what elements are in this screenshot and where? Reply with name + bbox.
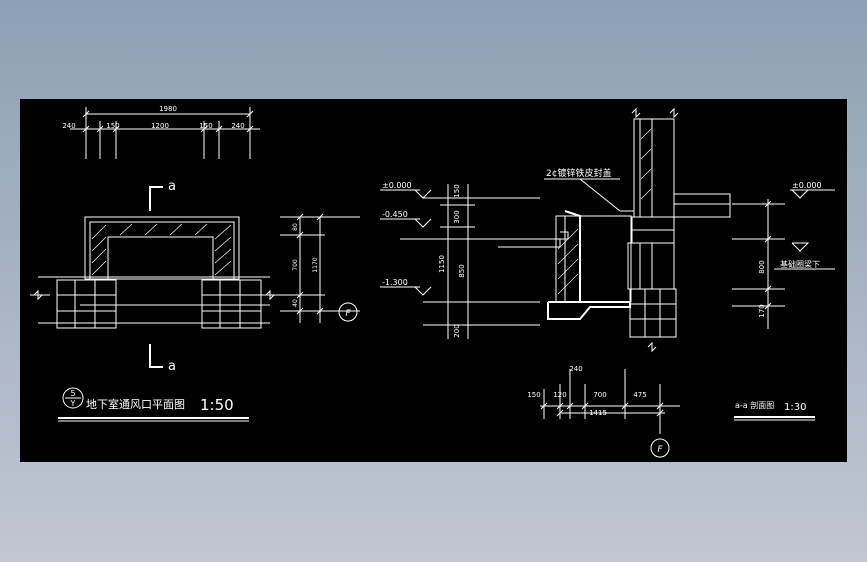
plan-dim-1200: 1200 — [151, 122, 169, 130]
plan-vent-walls — [30, 216, 282, 324]
section-cut-mark-top: a — [149, 179, 176, 211]
section-mark-label-bottom: a — [168, 359, 176, 374]
level-0: ±0.000 — [382, 181, 412, 190]
plan-dim-240-right: 240 — [231, 122, 244, 130]
callout-label: 2¢镀锌铁皮封盖 — [546, 167, 611, 179]
section-dim-200: 200 — [453, 324, 461, 337]
section-dim-150: 150 — [453, 184, 461, 197]
plan-dim-150-right: 150 — [199, 122, 212, 130]
section-dims-bottom: 150 120 240 700 475 1415 F — [527, 365, 680, 458]
plan-dim-240-left: 240 — [62, 122, 75, 130]
section-levels-left: ±0.000 -0.450 -1.300 — [380, 181, 540, 326]
section-mark-label-top: a — [168, 179, 176, 194]
bottom-dim-240: 240 — [569, 365, 582, 373]
plan-axis-label: F — [345, 309, 351, 319]
section-title: a-a 剖面图 — [735, 400, 774, 410]
section-right-annotations: ±0.000 基础圈梁下 800 170 — [732, 181, 835, 329]
level-2: -1.300 — [382, 278, 408, 287]
level-right: ±0.000 — [792, 181, 822, 190]
plan-dim-150-left: 150 — [106, 122, 119, 130]
bottom-dim-475: 475 — [633, 391, 646, 399]
bottom-dim-120: 120 — [553, 391, 566, 399]
plan-title-bubble — [62, 387, 84, 409]
bottom-dim-150: 150 — [527, 391, 540, 399]
section-cut-mark-bottom: a — [149, 344, 176, 374]
section-view: ±0.000 -0.450 -1.300 150 300 1150 — [380, 107, 835, 458]
plan-title-num: 5 — [70, 389, 75, 398]
section-building-wall — [620, 107, 731, 353]
section-axis-bubble — [650, 438, 670, 458]
section-dim-850: 850 — [458, 264, 466, 277]
plan-axis-bubble — [338, 302, 358, 322]
section-dim-170: 170 — [758, 304, 766, 317]
plan-dim-40: 40 — [292, 299, 299, 307]
section-dim-1150: 1150 — [438, 255, 446, 273]
plan-scale: 1:50 — [200, 396, 234, 414]
plan-brick-pier-right — [201, 279, 262, 329]
bottom-dim-1415: 1415 — [589, 409, 607, 417]
plan-top-dimensions: 1980 240 150 1200 150 240 — [62, 105, 260, 159]
section-callout: 2¢镀锌铁皮封盖 — [544, 167, 621, 212]
plan-dim-1170: 1170 — [312, 257, 319, 272]
drawing-panel: 1980 240 150 1200 150 240 a a — [20, 99, 847, 462]
section-dims-left: 150 300 1150 850 200 — [438, 184, 475, 339]
section-dim-300: 300 — [453, 210, 461, 223]
plan-title-den: Y — [70, 399, 76, 408]
plan-dim-80: 80 — [292, 223, 299, 231]
section-vent-well — [498, 210, 632, 320]
section-title-block: a-a 剖面图 1:30 — [734, 400, 815, 421]
note-right: 基础圈梁下 — [780, 259, 820, 269]
plan-brick-pier-left — [56, 279, 117, 329]
level-1: -0.450 — [382, 210, 408, 219]
plan-view: 1980 240 150 1200 150 240 a a — [30, 105, 360, 422]
plan-dim-700: 700 — [292, 259, 299, 271]
plan-right-dimensions: 80 700 40 1170 F — [280, 213, 360, 323]
section-dim-800: 800 — [758, 260, 766, 273]
plan-dim-overall: 1980 — [159, 105, 177, 113]
section-scale: 1:30 — [784, 402, 806, 413]
plan-title-block: 5 Y 地下室通风口平面图 1:50 — [58, 387, 249, 422]
section-axis-label: F — [657, 445, 663, 455]
plan-title: 地下室通风口平面图 — [86, 397, 185, 411]
bottom-dim-700: 700 — [593, 391, 606, 399]
cad-drawing: 1980 240 150 1200 150 240 a a — [30, 105, 835, 458]
